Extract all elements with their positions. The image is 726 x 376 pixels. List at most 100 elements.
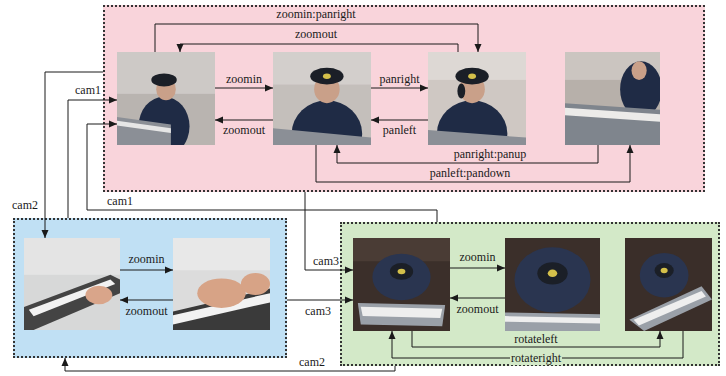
photo-shape [565,108,660,122]
photo-shape [173,238,270,330]
transition-label: panleft:pandown [429,167,512,180]
transition-label: cam3 [312,255,340,268]
arrow-line [316,145,630,182]
transition-arrow [215,117,273,124]
camera-view-photo [273,52,371,145]
transition-label: zoomout [456,303,500,316]
photo-illustration [117,52,215,145]
photo-shape [273,52,371,85]
camera-view-photo [117,52,215,145]
photo-shape [505,312,600,331]
photo-shape [468,73,476,79]
arrow-head [109,121,117,128]
photo-illustration [273,52,371,145]
arrow-line [450,298,505,299]
camera-group-panel [13,218,287,358]
photo-shape [640,253,689,298]
transition-label: zoomin:panright [275,8,356,21]
photo-shape [358,303,445,326]
transition-arrow [450,295,505,302]
camera-view-photo [173,238,270,330]
transition-label: cam1 [106,195,134,208]
arrow-head [420,85,428,92]
arrow-line [371,120,428,121]
arrow-line [45,72,103,238]
photo-shape [151,73,176,86]
photo-illustration [173,238,270,330]
photo-illustration [428,52,526,145]
transition-arrow [371,117,428,124]
transition-label: panright [379,73,421,86]
photo-shape [117,121,171,133]
photo-shape [353,238,450,331]
transition-arrow [120,297,173,304]
arrow-head [627,145,634,153]
arrow-head [497,265,505,272]
arrow-line [65,358,395,371]
photo-shape [24,238,120,275]
arrow-line [215,120,273,121]
arrow-head [177,44,184,52]
photo-shape [661,268,668,274]
transition-arrow [120,267,173,274]
transition-arrow [62,358,396,371]
arrow-head [345,267,353,274]
photo-shape [565,103,660,145]
photo-shape [310,68,343,85]
photo-illustration [24,238,120,330]
arrow-line [371,88,428,89]
transition-arrow [42,72,104,238]
photo-shape [241,273,270,295]
transition-label: cam3 [304,305,332,318]
transition-label: zoomout [294,28,338,41]
photo-shape [85,286,112,304]
photo-shape [361,307,442,318]
photo-shape [625,238,712,331]
arrow-line [215,88,273,89]
photo-shape [537,262,567,284]
arrow-line [337,145,598,163]
photo-shape [372,254,430,301]
transition-arrow [287,297,353,304]
transition-arrow [412,331,664,347]
transition-label: rotateleft [513,333,558,346]
camera-view-photo [625,238,712,331]
arrow-head [215,117,223,124]
photo-shape [632,61,647,80]
photo-shape [428,130,526,145]
arrow-line [180,44,458,52]
arrow-head [120,297,128,304]
transition-label: panright:panup [453,148,528,161]
arrow-line [87,124,437,222]
photo-shape [24,238,120,330]
photo-shape [323,73,331,79]
arrow-line [450,268,505,269]
arrow-line [305,192,353,270]
arrow-head [165,267,173,274]
transition-label: cam2 [11,199,39,212]
transition-arrow [371,85,428,92]
photo-shape [515,247,591,312]
transition-label: zoomin [225,73,263,86]
transition-arrow [87,121,437,223]
photo-shape [29,279,115,316]
camera-view-photo [565,52,660,145]
photo-illustration [353,238,450,331]
transition-label: cam2 [298,356,326,369]
photo-illustration [565,52,660,145]
arrow-line [155,24,478,52]
transition-label: zoomout [125,305,169,318]
photo-shape [173,238,270,270]
arrow-head [265,85,273,92]
arrow-line [287,300,353,301]
camera-view-photo [505,238,600,331]
arrow-head [389,331,396,339]
camera-group-panel [103,5,705,192]
arrow-head [475,44,482,52]
transition-label: zoomin [128,253,166,266]
photo-shape [24,275,120,330]
photo-illustration [625,238,712,331]
photo-shape [273,128,371,145]
